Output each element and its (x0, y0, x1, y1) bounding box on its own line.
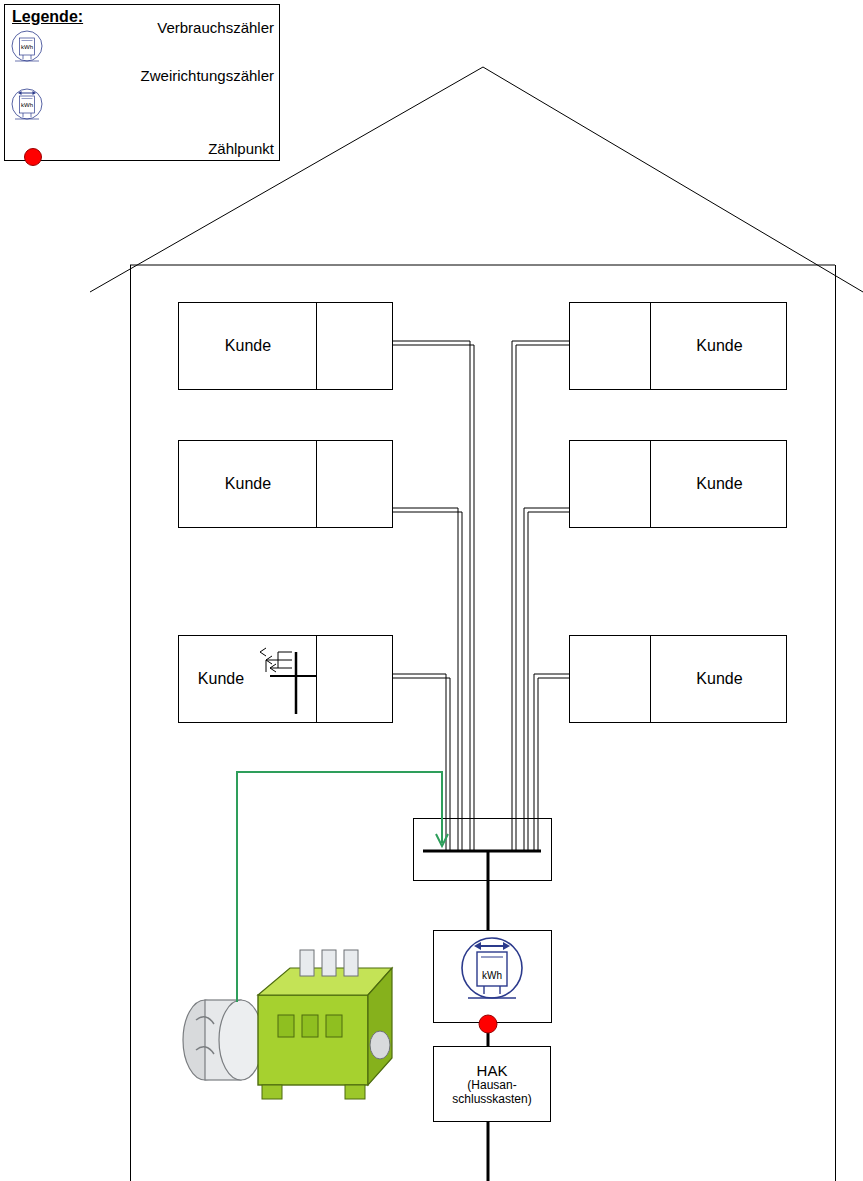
customer-label: Kunde (696, 670, 742, 688)
bidirectional-meter (462, 938, 522, 998)
text-area: Kunde (651, 636, 788, 722)
bidirectional-meter-icon (12, 89, 42, 119)
customer-label: Kunde (225, 337, 271, 355)
customer-box: Kunde (178, 302, 393, 390)
generator-feed-arrowhead (436, 834, 448, 846)
house-connection-box: HAK(Hausan- schlusskasten) (433, 1046, 551, 1122)
metering-point (479, 1015, 497, 1033)
customer-label: Kunde (225, 475, 271, 493)
text-holder: HAK(Hausan- schlusskasten) (437, 1047, 547, 1121)
wall (835, 265, 836, 1181)
eave (130, 265, 835, 266)
meter-unit: kWh (21, 102, 33, 108)
customer-label: Kunde (696, 475, 742, 493)
legend-title: Legende: (12, 9, 83, 25)
text-area: Kunde (651, 303, 788, 389)
busbar (423, 850, 541, 853)
customer-box: Kunde (178, 635, 393, 723)
meter-box (434, 931, 552, 1023)
consumption-meter-icon (12, 31, 42, 61)
legend-swatch (24, 148, 42, 166)
text-area: Kunde (179, 636, 263, 722)
grid-line (487, 1116, 490, 1181)
meter-compartment-divider (316, 441, 317, 527)
meter-compartment-divider (650, 303, 651, 389)
wall (130, 265, 131, 1181)
main-line (487, 851, 490, 930)
customer-label: Kunde (696, 337, 742, 355)
chp-generator (183, 950, 392, 1099)
meter-compartment-divider (650, 636, 651, 722)
legend-text: Verbrauchszähler (157, 20, 274, 35)
meter-unit: kWh (21, 44, 33, 50)
feed-in-symbol (260, 648, 316, 714)
text-area: Kunde (651, 441, 788, 527)
customer-box: Kunde (178, 440, 393, 528)
busbar-box (414, 819, 552, 881)
legend-text: Zweirichtungszähler (141, 68, 274, 83)
meter-unit: kWh (482, 971, 502, 981)
customer-box: Kunde (569, 440, 787, 528)
box-title: HAK (477, 1062, 508, 1079)
customer-box: Kunde (569, 302, 787, 390)
text-area: Kunde (179, 441, 317, 527)
legend-text: Zählpunkt (208, 141, 274, 156)
customer-label: Kunde (198, 670, 244, 688)
legend-frame (5, 5, 280, 161)
box-subtitle: (Hausan- schlusskasten) (446, 1079, 538, 1107)
customer-wires (393, 341, 569, 850)
text-area: Kunde (179, 303, 317, 389)
customer-box: Kunde (569, 635, 787, 723)
meter-compartment-divider (316, 303, 317, 389)
meter-compartment-divider (316, 636, 317, 722)
generator-feed (237, 772, 442, 1002)
roof (90, 67, 863, 292)
meter-compartment-divider (650, 441, 651, 527)
